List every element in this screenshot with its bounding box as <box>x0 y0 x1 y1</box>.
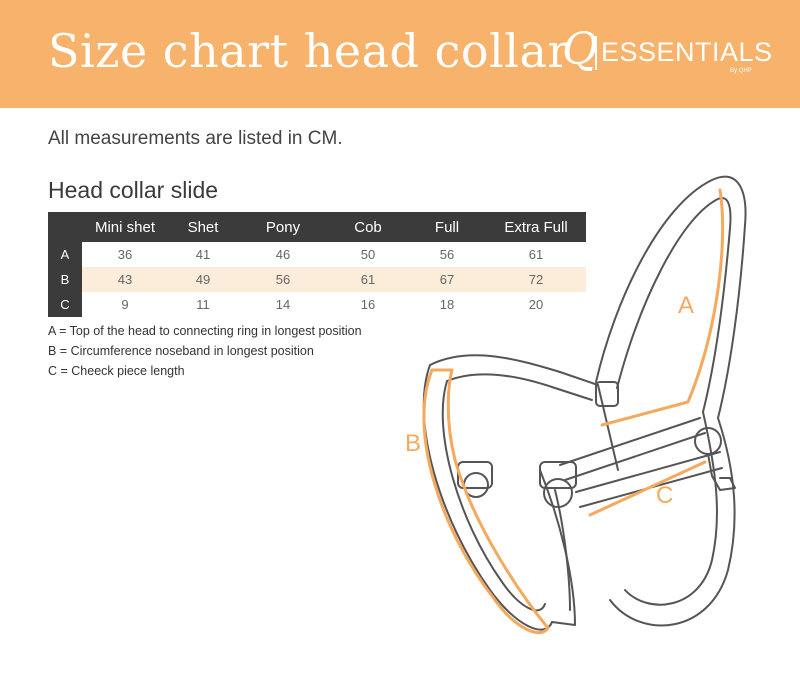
column-header: Extra Full <box>486 212 586 242</box>
page-title: Size chart head collar <box>48 24 570 78</box>
table-cell: 61 <box>328 267 408 292</box>
column-header: Full <box>408 212 486 242</box>
table-cell: 56 <box>238 267 328 292</box>
table-row: C 9 11 14 16 18 20 <box>48 292 586 317</box>
legend-item: A = Top of the head to connecting ring i… <box>48 324 362 338</box>
column-header: Cob <box>328 212 408 242</box>
table-header-row: Mini shet Shet Pony Cob Full Extra Full <box>48 212 586 242</box>
measure-line-c <box>588 460 707 517</box>
label-a: A <box>678 292 694 319</box>
top-front-inner <box>446 373 593 401</box>
measurement-note: All measurements are listed in CM. <box>48 128 343 149</box>
legend: A = Top of the head to connecting ring i… <box>48 321 362 381</box>
buckle-left <box>457 461 493 489</box>
row-label: A <box>48 242 82 267</box>
legend-item: B = Circumference noseband in longest po… <box>48 344 314 358</box>
upper-cross-strap <box>559 417 701 466</box>
table-cell: 16 <box>360 297 376 312</box>
table-cell: 11 <box>196 297 210 312</box>
section-title: Head collar slide <box>48 177 219 203</box>
table-cell: 46 <box>275 247 291 262</box>
table-cell: 43 <box>82 267 168 292</box>
top-front-strap <box>429 354 599 386</box>
front-vertical-inner <box>554 489 571 611</box>
header-banner: Size chart head collar Q ESSENTIALS By Q… <box>0 0 800 108</box>
table-cell: 72 <box>486 267 586 292</box>
logo-divider <box>595 36 597 70</box>
table-cell: 14 <box>275 297 291 312</box>
table-cell: 50 <box>360 247 376 262</box>
row-label: B <box>48 267 82 292</box>
noseband-inner <box>441 380 546 612</box>
logo-q: Q <box>562 24 599 75</box>
crownpiece-inner <box>616 197 732 413</box>
table-cell: 67 <box>408 267 486 292</box>
far-cheek-strap <box>609 417 736 627</box>
table-row: B 43 49 56 61 67 72 <box>48 267 586 292</box>
table-cell: 49 <box>168 267 238 292</box>
label-c: C <box>656 482 673 509</box>
table-row: A 36 41 46 50 56 61 <box>48 242 586 267</box>
table-cell: 36 <box>117 247 133 262</box>
near-cheek-strap <box>597 384 619 471</box>
ring-center <box>543 478 573 508</box>
upper-cross-inner <box>564 432 706 481</box>
table-cell: 61 <box>528 247 544 262</box>
legend-item: C = Cheeck piece length <box>48 364 185 378</box>
table-cell: 41 <box>195 247 211 262</box>
brand-logo: Q ESSENTIALS By QHP <box>562 26 772 80</box>
lower-cross-strap <box>575 451 721 493</box>
table-cell: 56 <box>439 247 455 262</box>
measure-line-a <box>600 188 725 427</box>
clip-hook <box>707 453 736 491</box>
measure-line-b <box>422 368 550 635</box>
logo-word: ESSENTIALS <box>601 37 773 67</box>
top-buckle <box>595 381 619 407</box>
column-header: Mini shet <box>82 212 168 242</box>
size-table: Mini shet Shet Pony Cob Full Extra Full … <box>48 212 586 317</box>
column-header: Pony <box>238 212 328 242</box>
table-cell: 20 <box>528 297 544 312</box>
logo-by-text: By QHP <box>730 68 752 74</box>
column-header: Shet <box>168 212 238 242</box>
table-cell: 18 <box>439 297 455 312</box>
table-cell: 9 <box>121 297 129 312</box>
column-header <box>48 212 82 242</box>
crownpiece-strap <box>595 175 747 419</box>
buckle-center <box>539 461 577 489</box>
far-cheek-inner <box>624 411 718 606</box>
label-b: B <box>405 430 421 457</box>
row-label: C <box>48 292 82 317</box>
